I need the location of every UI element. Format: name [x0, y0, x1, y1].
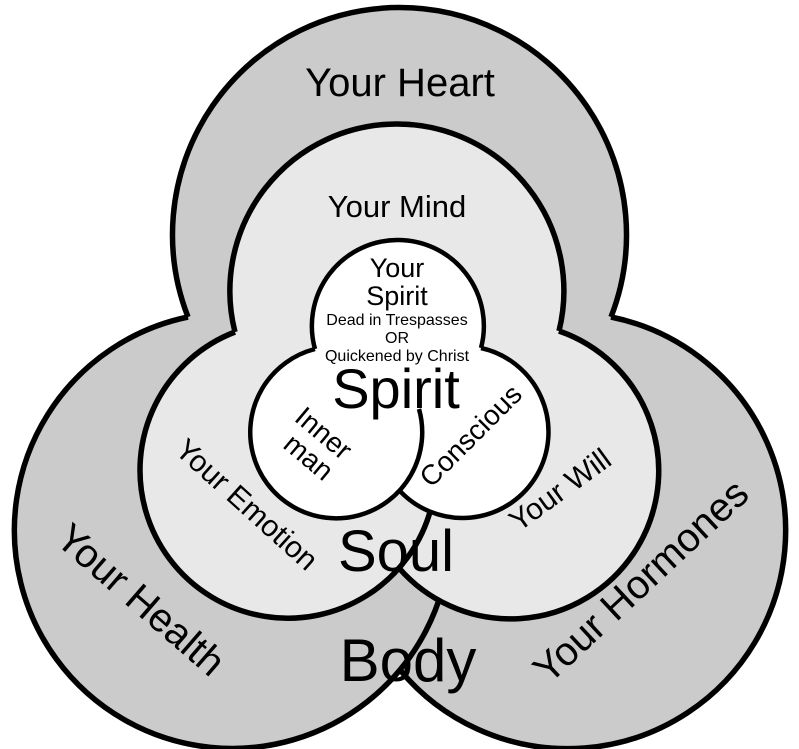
middle-ring-outline-right	[396, 328, 662, 622]
spirit-core-label: Spirit	[332, 357, 460, 420]
middle-ring-outline-top	[227, 121, 567, 333]
spirit-sub-label-3: Quickened by Christ	[325, 348, 470, 365]
spirit-sub-label-2: OR	[385, 330, 409, 347]
outer-ring-outline-top	[169, 4, 630, 318]
your-spirit-label-line1: Your	[370, 253, 425, 283]
inner-circle-right	[376, 346, 548, 518]
outer-ring-outline-right	[397, 314, 789, 749]
heart-label: Your Heart	[305, 61, 495, 105]
outer-ring-outline-left	[11, 314, 454, 749]
inner-circle-left	[250, 346, 422, 518]
inner-ring-outline-right	[397, 345, 551, 521]
inner-ring-outline-left	[247, 346, 425, 521]
middle-ring-outline-left	[137, 329, 439, 621]
body-core-label: Body	[340, 627, 477, 694]
soul-core-label: Soul	[338, 519, 454, 584]
spirit-sub-label-1: Dead in Trespasses	[326, 312, 467, 329]
inner-ring	[247, 237, 551, 521]
your-spirit-label-line2: Spirit	[366, 281, 428, 311]
inner-ring-outline-top	[309, 237, 487, 350]
mind-label: Your Mind	[328, 189, 466, 224]
